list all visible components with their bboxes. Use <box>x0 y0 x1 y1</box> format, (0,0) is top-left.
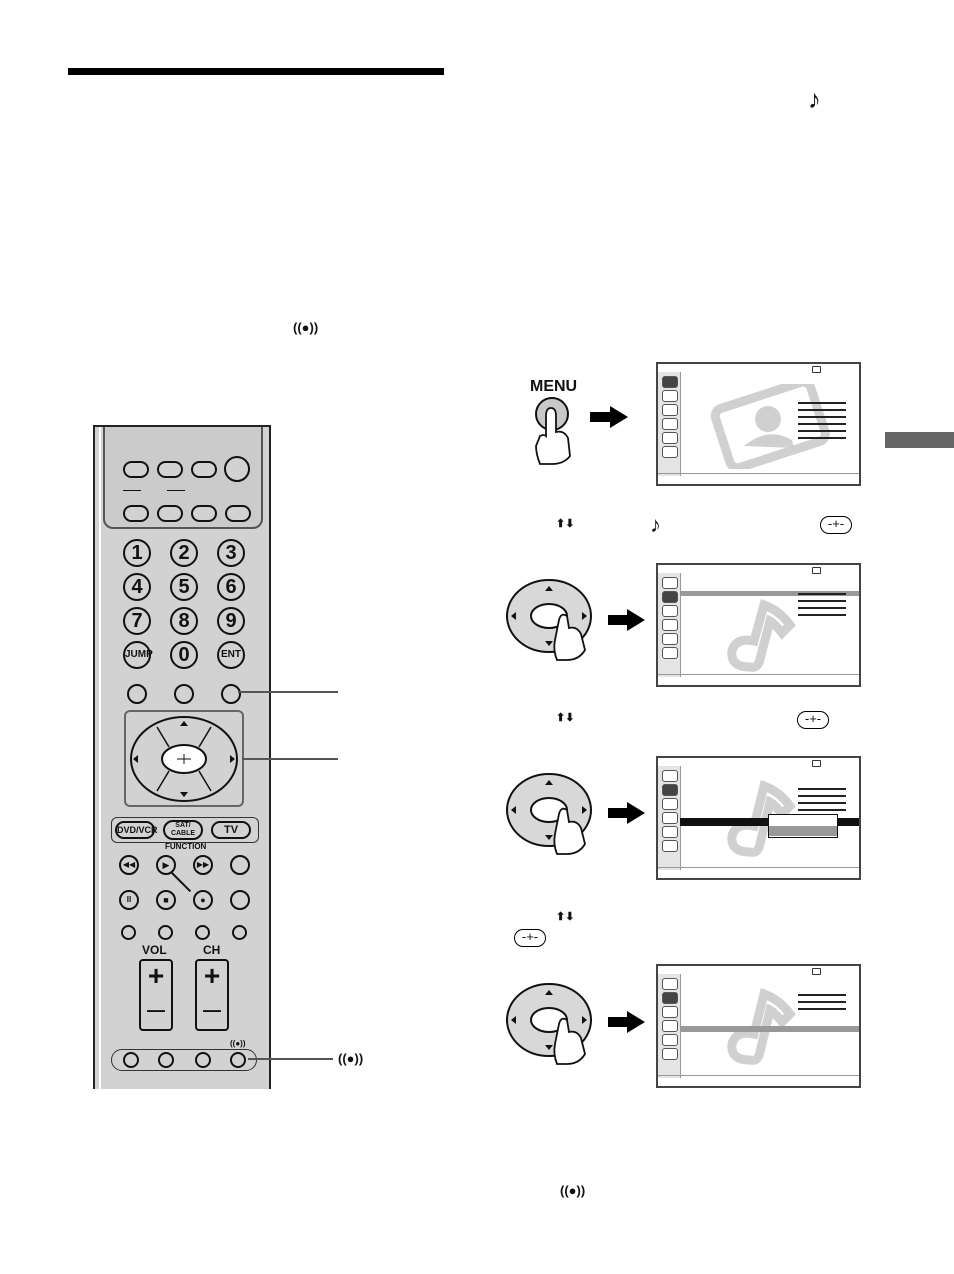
callout-line <box>238 691 338 693</box>
rewind-button[interactable]: ◀◀ <box>119 855 139 875</box>
sound-icon: ♪ <box>808 84 821 114</box>
ent-button[interactable]: ENT <box>217 641 245 669</box>
remote-button[interactable] <box>127 684 147 704</box>
jump-button[interactable]: JUMP <box>123 641 153 669</box>
remote-button[interactable] <box>158 925 173 940</box>
enter-icon: -+- <box>820 516 852 534</box>
sat-cable-button[interactable]: SAT/ CABLE <box>163 820 203 840</box>
channel-up-label: + <box>203 960 221 991</box>
arrow-right-icon <box>610 406 628 428</box>
osd-screen-sound <box>656 563 861 687</box>
remote-button[interactable] <box>174 684 194 704</box>
remote-button[interactable] <box>191 461 217 478</box>
arrow-right-icon <box>627 1011 645 1033</box>
up-down-arrows-icon: ⬆⬇ <box>556 518 575 530</box>
arrow-right-icon <box>627 609 645 631</box>
osd-screen-sound-set <box>656 964 861 1088</box>
volume-down-label: — <box>147 1000 165 1020</box>
surround-icon: ((●)) <box>560 1183 586 1198</box>
record-button[interactable]: ● <box>193 890 213 910</box>
osd-screen-sound-submenu <box>656 756 861 880</box>
remote-button[interactable] <box>123 1052 139 1068</box>
callout-line <box>242 758 338 760</box>
volume-up-label: + <box>147 960 165 991</box>
num-5-button[interactable]: 5 <box>170 573 198 601</box>
play-button[interactable]: ▶ <box>156 855 176 875</box>
up-down-arrows-icon: ⬆⬇ <box>556 911 575 923</box>
remote-button[interactable] <box>157 461 183 478</box>
enter-icon: -+- <box>797 711 829 729</box>
surround-button[interactable] <box>230 1052 246 1068</box>
remote-button[interactable] <box>195 1052 211 1068</box>
menu-label: MENU <box>530 378 578 395</box>
pause-button[interactable]: II <box>119 890 139 910</box>
num-1-button[interactable]: 1 <box>123 539 151 567</box>
joystick-press-icon <box>506 773 592 855</box>
remote-button[interactable] <box>123 461 149 478</box>
num-3-button[interactable]: 3 <box>217 539 245 567</box>
joystick-press-icon <box>506 579 592 661</box>
hand-pressing-menu-icon <box>535 397 571 465</box>
channel-down-label: — <box>203 1000 221 1020</box>
dvd-vcr-button[interactable]: DVD/VCR <box>115 821 158 839</box>
sound-icon: ♪ <box>650 512 661 537</box>
arrow-right-icon <box>627 802 645 824</box>
section-title-rule <box>68 68 444 75</box>
up-down-arrows-icon: ⬆⬇ <box>556 712 575 724</box>
surround-icon: ((●)) <box>293 320 319 335</box>
remote-control: 1 2 3 4 5 6 7 8 9 JUMP 0 ENT DVD/VCR SAT… <box>93 425 271 1091</box>
num-0-button[interactable]: 0 <box>170 641 198 669</box>
volume-rocker[interactable]: + — <box>139 959 173 1031</box>
remote-button[interactable] <box>191 505 217 522</box>
ch-label: CH <box>203 943 221 957</box>
enter-icon: -+- <box>514 929 546 947</box>
menu-button[interactable] <box>221 684 241 704</box>
num-9-button[interactable]: 9 <box>217 607 245 635</box>
num-6-button[interactable]: 6 <box>217 573 245 601</box>
remote-button[interactable] <box>158 1052 174 1068</box>
callout-line <box>248 1058 333 1060</box>
stop-button[interactable]: ■ <box>156 890 176 910</box>
remote-button[interactable] <box>195 925 210 940</box>
remote-button[interactable] <box>225 505 251 522</box>
remote-button[interactable] <box>230 855 250 875</box>
num-4-button[interactable]: 4 <box>123 573 151 601</box>
remote-button[interactable] <box>121 925 136 940</box>
num-8-button[interactable]: 8 <box>170 607 198 635</box>
osd-screen-picture <box>656 362 861 486</box>
chapter-tab <box>885 432 954 448</box>
joystick-press-icon <box>506 983 592 1065</box>
power-button[interactable] <box>224 456 250 482</box>
remote-button[interactable] <box>157 505 183 522</box>
tv-button[interactable]: TV <box>211 821 251 839</box>
fast-forward-button[interactable]: ▶▶ <box>193 855 213 875</box>
remote-button[interactable] <box>232 925 247 940</box>
joystick-pad[interactable] <box>127 713 241 805</box>
remote-button[interactable] <box>230 890 250 910</box>
surround-icon: ((●)) <box>230 1039 246 1048</box>
channel-rocker[interactable]: + — <box>195 959 229 1031</box>
num-2-button[interactable]: 2 <box>170 539 198 567</box>
function-label: FUNCTION <box>165 842 207 851</box>
remote-button[interactable] <box>123 505 149 522</box>
surround-icon: ((●)) <box>338 1051 364 1066</box>
vol-label: VOL <box>142 943 167 957</box>
num-7-button[interactable]: 7 <box>123 607 151 635</box>
